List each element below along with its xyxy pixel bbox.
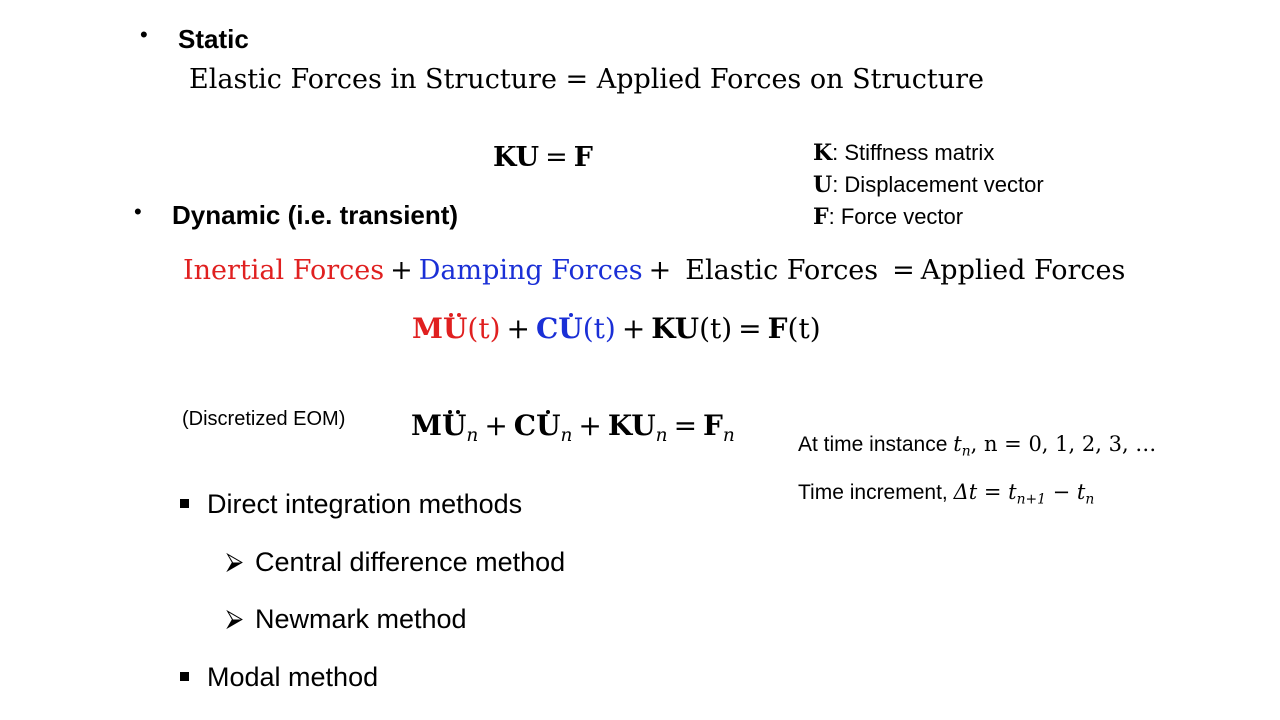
applied-forces: Applied Forces bbox=[920, 255, 1126, 286]
force-vector: F bbox=[767, 312, 788, 345]
plus-sign: + bbox=[390, 255, 413, 286]
equals-sign: = bbox=[892, 255, 915, 286]
static-equation: KU=F bbox=[493, 142, 593, 173]
bullet-dot: • bbox=[140, 22, 148, 47]
symbol-legend: K: Stiffness matrix U: Displacement vect… bbox=[813, 137, 1044, 233]
stiffness-term: KU bbox=[607, 409, 656, 442]
mass-matrix: M bbox=[411, 409, 442, 442]
time-subscript: n bbox=[1085, 491, 1095, 508]
legend-row-k: K: Stiffness matrix bbox=[813, 137, 1044, 169]
plus-sign: + bbox=[484, 409, 508, 442]
method-modal: Modal method bbox=[207, 662, 379, 692]
discretized-eom: MUn+CUn+KUn=Fn bbox=[411, 409, 735, 446]
minus-sign: − bbox=[1045, 480, 1077, 504]
dynamic-heading: Dynamic (i.e. transient) bbox=[172, 200, 459, 230]
legend-desc: : Displacement vector bbox=[832, 172, 1044, 197]
method-newmark: Newmark method bbox=[255, 604, 467, 634]
time-symbol: t bbox=[1008, 480, 1017, 504]
acceleration: U bbox=[442, 409, 467, 442]
stiffness-term: KU bbox=[651, 312, 700, 345]
static-heading: Static bbox=[178, 24, 249, 54]
time-arg: (t) bbox=[582, 312, 616, 345]
time-arg: (t) bbox=[467, 312, 501, 345]
acceleration: U bbox=[443, 312, 468, 345]
plus-sign: + bbox=[578, 409, 602, 442]
subscript-n: n bbox=[655, 424, 668, 446]
legend-symbol: U bbox=[813, 172, 833, 198]
time-increment-note: Time increment, Δt = tn+1 − tn bbox=[798, 480, 1094, 507]
damping-forces: Damping Forces bbox=[418, 255, 643, 286]
time-instance-label: At time instance bbox=[798, 433, 954, 456]
square-bullet-icon bbox=[180, 499, 189, 508]
force-vector: F bbox=[703, 409, 723, 442]
arrow-bullet-icon: ⮚ bbox=[226, 548, 244, 575]
time-arg: (t) bbox=[699, 312, 733, 345]
elastic-forces: Elastic Forces bbox=[685, 255, 879, 286]
velocity: U bbox=[536, 409, 561, 442]
time-instance-note: At time instance tn, n = 0, 1, 2, 3, … bbox=[798, 432, 1156, 459]
eq-lhs: KU bbox=[493, 142, 540, 173]
legend-desc: : Force vector bbox=[828, 204, 964, 229]
damping-matrix: C bbox=[513, 409, 537, 442]
time-increment-label: Time increment, bbox=[798, 481, 954, 504]
arrow-bullet-icon: ⮚ bbox=[226, 605, 244, 632]
plus-sign: + bbox=[648, 255, 672, 286]
subscript-n: n bbox=[560, 424, 573, 446]
legend-symbol: K bbox=[813, 140, 833, 166]
legend-row-u: U: Displacement vector bbox=[813, 169, 1044, 201]
time-symbol: t bbox=[1076, 480, 1086, 504]
method-direct-integration: Direct integration methods bbox=[207, 489, 523, 519]
time-arg: (t) bbox=[787, 312, 821, 345]
time-subscript: n bbox=[961, 443, 971, 460]
subscript-n: n bbox=[722, 424, 735, 446]
eq-rhs: F bbox=[573, 142, 593, 173]
square-bullet-icon bbox=[180, 672, 189, 681]
eq-sign: = bbox=[545, 142, 568, 173]
time-instance-values: , n = 0, 1, 2, 3, … bbox=[970, 432, 1157, 456]
static-text: Elastic Forces in Structure = Applied Fo… bbox=[189, 64, 984, 95]
plus-sign: + bbox=[506, 312, 530, 345]
subscript-n: n bbox=[466, 424, 479, 446]
time-symbol: t bbox=[953, 432, 962, 456]
plus-sign: + bbox=[621, 312, 646, 345]
equals-sign: = bbox=[738, 312, 762, 345]
equals-sign: = bbox=[673, 409, 698, 442]
time-subscript: n+1 bbox=[1016, 491, 1046, 508]
legend-row-f: F: Force vector bbox=[813, 201, 1044, 233]
legend-symbol: F bbox=[813, 204, 829, 230]
bullet-dot: • bbox=[134, 199, 142, 224]
discretized-label: (Discretized EOM) bbox=[182, 408, 346, 430]
method-central-difference: Central difference method bbox=[255, 547, 566, 577]
delta-t: Δt = bbox=[953, 480, 1009, 504]
inertial-forces: Inertial Forces bbox=[183, 255, 385, 286]
mass-matrix: M bbox=[412, 312, 443, 345]
velocity: U bbox=[558, 312, 583, 345]
damping-matrix: C bbox=[536, 312, 559, 345]
dynamic-force-balance: Inertial Forces+Damping Forces+Elastic F… bbox=[183, 255, 1125, 286]
legend-desc: : Stiffness matrix bbox=[832, 140, 995, 165]
equation-of-motion: MU(t)+CU(t)+KU(t)=F(t) bbox=[412, 312, 821, 345]
